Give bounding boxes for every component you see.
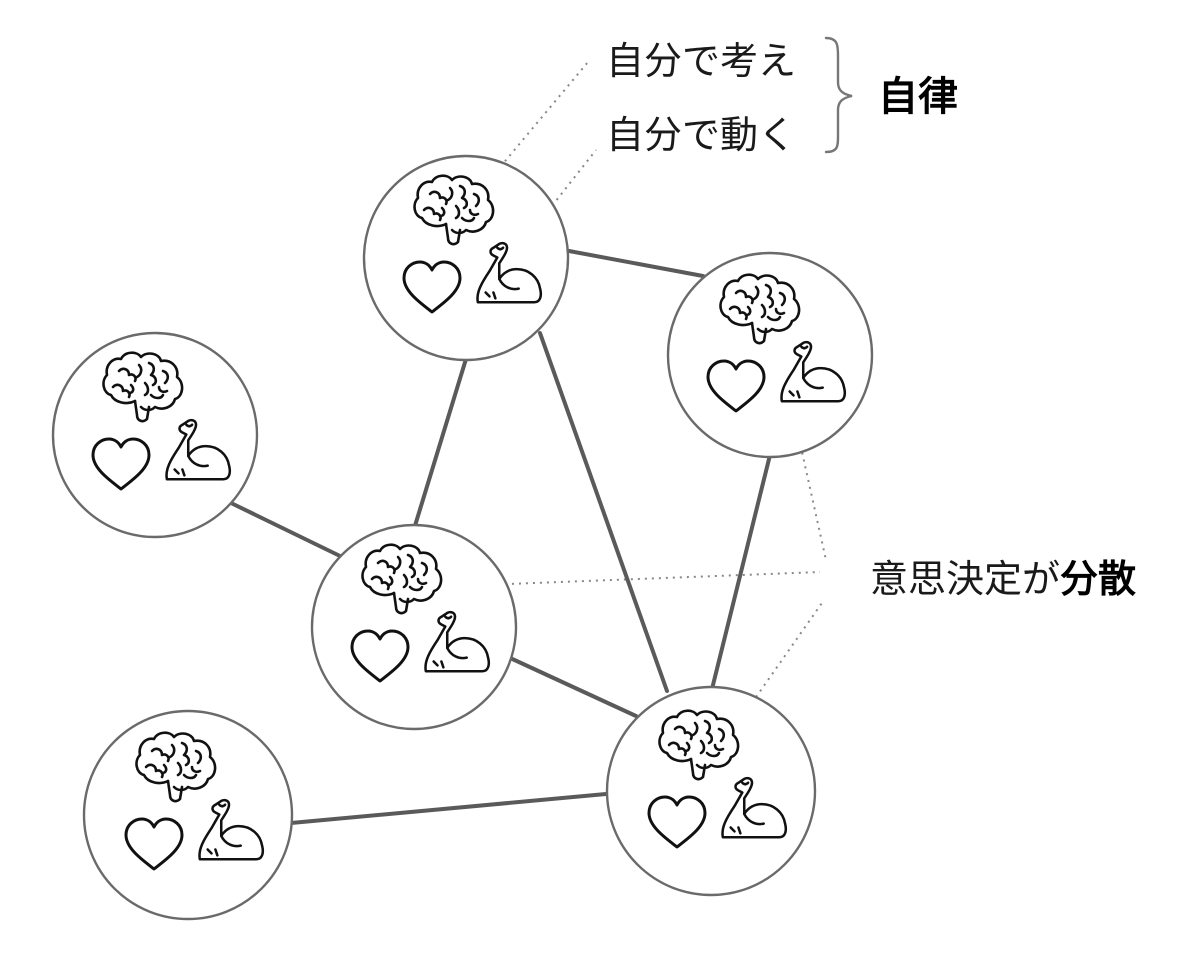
decision-prefix: 意思決定が [870,557,1061,601]
node-circle [362,154,570,362]
node-center [310,523,518,731]
edge-center-bottom-right [506,655,638,718]
decision-emphasis: 分散 [1060,557,1137,601]
decision-distributed-label: 意思決定が分散 [870,560,1136,598]
node-circle [666,251,874,459]
autonomy-brace [824,36,853,154]
node-left [51,331,259,539]
edge-left-center [227,500,342,558]
edge-top-center [412,357,468,531]
act-by-self-label: 自分で動く [606,113,797,157]
leader-lines [455,61,827,721]
leader-decision-center [455,571,821,587]
edge-top-bottom-right [538,331,669,693]
edges [227,249,772,825]
node-circle [82,709,294,921]
edge-top-right [567,249,705,278]
autonomy-label: 自律 [878,74,958,120]
edge-bottomleft-bottomright [289,792,608,825]
edge-right-bottom-right [710,453,772,691]
leader-act [521,149,597,245]
node-circle [310,523,518,731]
node-bottom-left [82,709,294,921]
think-by-self-label: 自分で考え [606,39,797,83]
node-right [666,251,874,459]
leader-think [495,61,589,173]
node-circle [51,331,259,539]
node-top [362,154,570,362]
node-bottom-right [605,685,817,897]
node-circle [605,685,817,897]
